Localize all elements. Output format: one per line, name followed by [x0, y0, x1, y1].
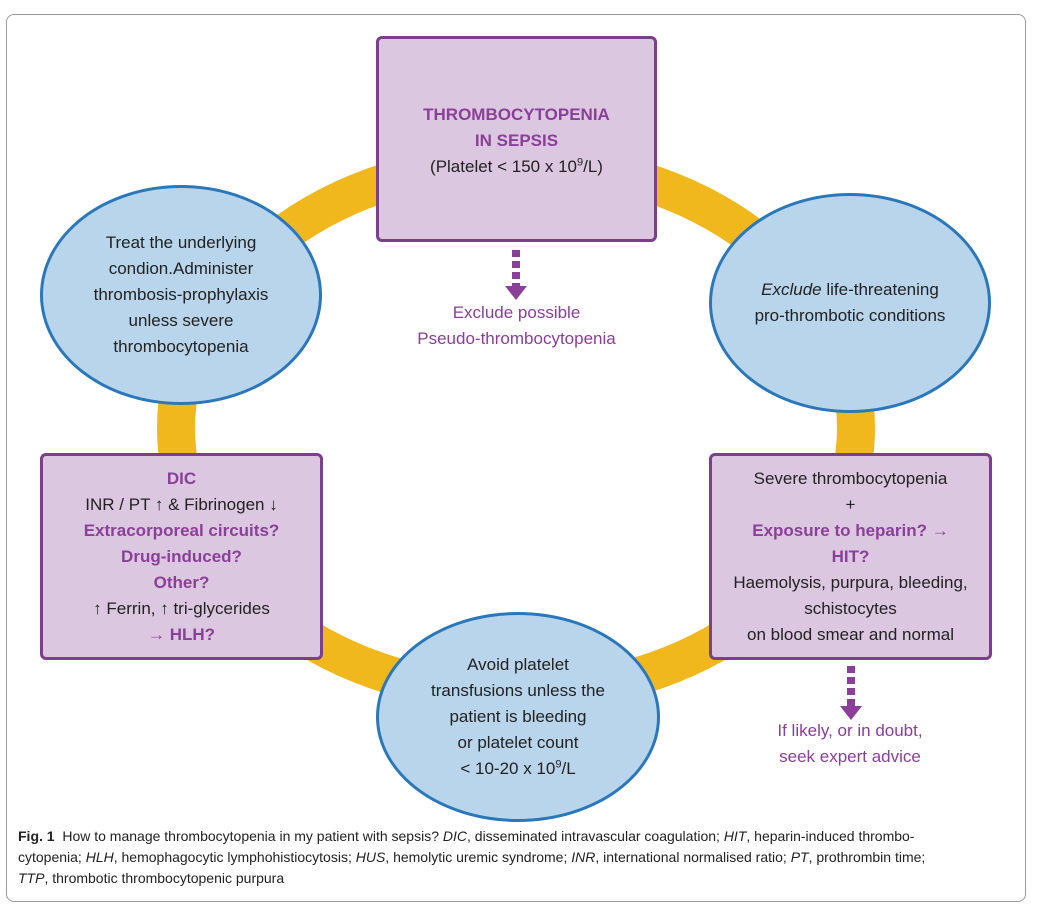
- caption-abbr-hus: HUS: [355, 849, 386, 865]
- right-box-line-3: Exposure to heparin? →: [752, 520, 949, 540]
- ellipse-bottom-line-3: patient is bleeding: [449, 707, 587, 726]
- left-box-line-5: Other?: [153, 572, 210, 592]
- ellipse-left-line-2: condion.Administer: [108, 259, 254, 278]
- caption-abbr-inr: INR: [571, 849, 596, 865]
- note-top-line-1: Exclude possible: [452, 303, 581, 322]
- note-top-line-2: Pseudo-thrombocytopenia: [417, 329, 616, 348]
- caption-def-inr: , international normalised ratio;: [595, 849, 791, 865]
- dic-assessment-box: DIC INR / PT ↑ & Fibrinogen ↓ Extracorpo…: [40, 453, 323, 660]
- right-box-line-7: on blood smear and normal: [747, 624, 954, 644]
- caption-text: How to manage thrombocytopenia in my pat…: [54, 828, 443, 844]
- treat-underlying-ellipse: Treat the underlying condion.Administer …: [40, 185, 322, 405]
- caption-def-ttp: , thrombotic thrombocytopenic purpura: [44, 870, 285, 886]
- figure-frame: [6, 14, 1026, 902]
- ellipse-bottom-line-1: Avoid platelet: [467, 655, 569, 674]
- ellipse-bottom-line-5: < 10-20 x 109/L: [460, 758, 576, 778]
- note-right-line-2: seek expert advice: [779, 747, 921, 766]
- caption-abbr-pt: PT: [790, 849, 809, 865]
- left-box-line-3: Extracorporeal circuits?: [83, 520, 280, 540]
- ellipse-right-line-2: pro-thrombotic conditions: [754, 306, 946, 325]
- right-box-line-6: schistocytes: [804, 598, 897, 618]
- right-box-line-2: +: [845, 494, 856, 514]
- ellipse-bottom-line-4: or platelet count: [457, 733, 579, 752]
- right-box-line-5: Haemolysis, purpura, bleeding,: [733, 572, 968, 592]
- top-box-title-line-2: IN SEPSIS: [474, 131, 559, 150]
- left-box-line-2: INR / PT ↑ & Fibrinogen ↓: [85, 494, 278, 514]
- ellipse-left-line-3: thrombosis-prophylaxis: [93, 285, 269, 304]
- thrombocytopenia-in-sepsis-box: THROMBOCYTOPENIA IN SEPSIS (Platelet < 1…: [376, 36, 657, 242]
- ellipse-left-line-1: Treat the underlying: [105, 233, 257, 252]
- exclude-prothrombotic-ellipse: Exclude life-threatening pro-thrombotic …: [709, 193, 991, 413]
- caption-abbr-ttp: TTP: [18, 870, 45, 886]
- avoid-transfusion-ellipse: Avoid platelet transfusions unless the p…: [376, 612, 660, 822]
- left-box-line-1: DIC: [166, 468, 197, 488]
- left-box-line-4: Drug-induced?: [121, 546, 242, 566]
- platelet-threshold: (Platelet < 150 x 109/L): [430, 156, 603, 176]
- left-box-line-6: ↑ Ferrin, ↑ tri-glycerides: [93, 598, 270, 618]
- hit-assessment-box: Severe thrombocytopenia + Exposure to he…: [709, 453, 992, 660]
- pseudo-thrombocytopenia-note: Exclude possible Pseudo-thrombocytopenia: [376, 300, 657, 352]
- ellipse-right-line-1: Exclude life-threatening: [761, 280, 939, 299]
- caption-fig-label: Fig. 1: [18, 828, 55, 844]
- ellipse-left-line-4: unless severe: [128, 311, 234, 330]
- right-box-line-1: Severe thrombocytopenia: [753, 468, 948, 488]
- note-right-line-1: If likely, or in doubt,: [777, 721, 923, 740]
- dashed-arrow-right: [840, 666, 862, 720]
- caption-def-hlh: , hemophagocytic lymphohistiocytosis;: [113, 849, 356, 865]
- caption-abbr-hlh: HLH: [85, 849, 114, 865]
- expert-advice-note: If likely, or in doubt, seek expert advi…: [720, 718, 980, 770]
- left-box-line-7: → HLH?: [147, 624, 216, 644]
- caption-def-pt: , prothrombin time;: [808, 849, 926, 865]
- ellipse-bottom-line-2: transfusions unless the: [431, 681, 605, 700]
- dashed-arrow-top: [505, 250, 527, 300]
- caption-def-hit-cont: cytopenia;: [18, 849, 86, 865]
- caption-abbr-dic: DIC: [442, 828, 467, 844]
- top-box-title-line-1: THROMBOCYTOPENIA: [423, 105, 610, 124]
- caption-abbr-hit: HIT: [723, 828, 747, 844]
- figure-caption: Fig. 1 How to manage thrombocytopenia in…: [18, 826, 1018, 889]
- ellipse-left-line-5: thrombocytopenia: [113, 337, 249, 356]
- caption-def-dic: , disseminated intravascular coagulation…: [467, 828, 724, 844]
- caption-def-hit: , heparin-induced thrombo-: [746, 828, 915, 844]
- caption-def-hus: , hemolytic uremic syndrome;: [385, 849, 572, 865]
- right-box-line-4: HIT?: [831, 546, 870, 566]
